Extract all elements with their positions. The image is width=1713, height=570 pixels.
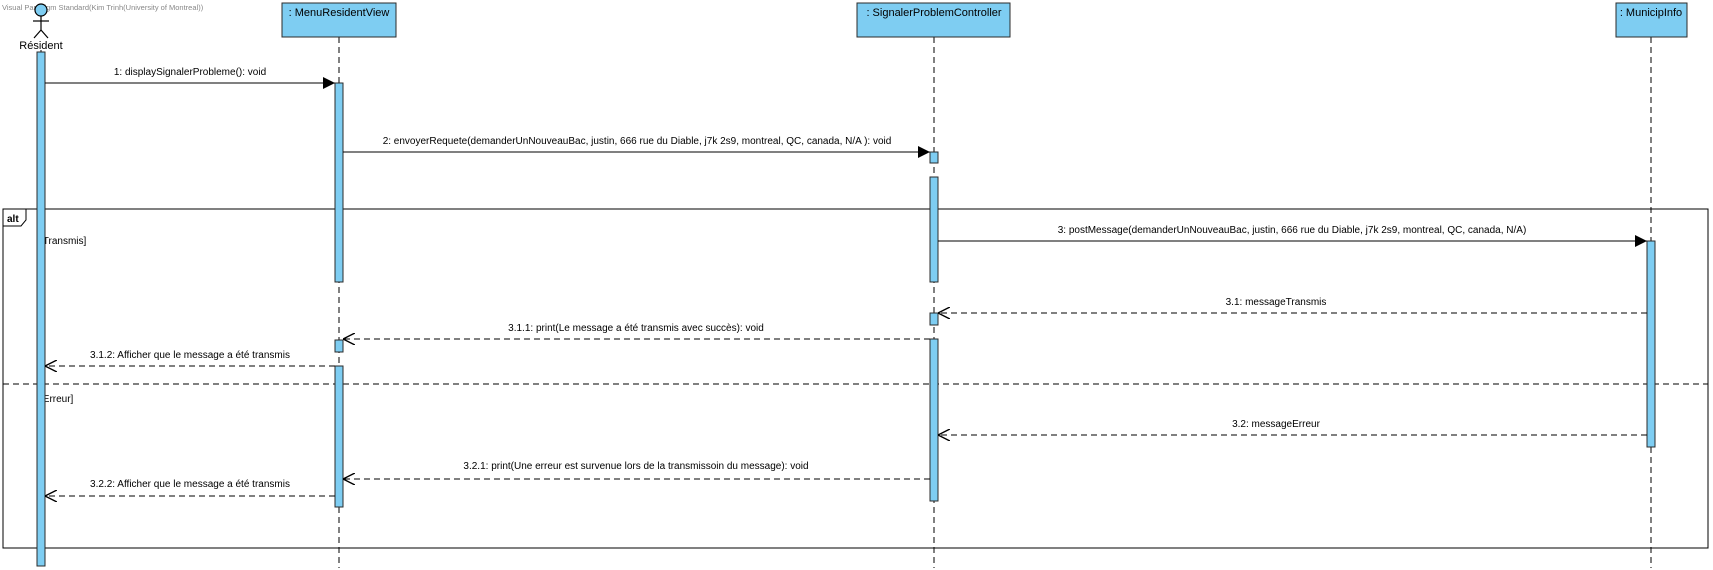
activation-controller-4 bbox=[929, 338, 939, 502]
activation-controller-1 bbox=[929, 151, 939, 164]
message-3-1: 3.1: messageTransmis bbox=[938, 297, 1647, 313]
message-3-2: 3.2: messageErreur bbox=[938, 419, 1647, 435]
alt-fragment-frame bbox=[2, 208, 1709, 549]
activation-bars bbox=[36, 51, 1656, 567]
message-3-1-label: 3.1: messageTransmis bbox=[1226, 297, 1327, 308]
lifeline-name-municip: : MunicipInfo bbox=[1620, 7, 1682, 19]
message-1: 1: displaySignalerProbleme(): void bbox=[45, 67, 335, 89]
lifeline-name-controller: : SignalerProblemController bbox=[866, 7, 1001, 19]
message-3-2-2: 3.2.2: Afficher que le message a été tra… bbox=[45, 479, 335, 496]
activation-view-1 bbox=[334, 82, 344, 283]
message-3-1-1-label: 3.1.1: print(Le message a été transmis a… bbox=[508, 323, 764, 334]
lifeline-header-view: : MenuResidentView bbox=[281, 2, 397, 38]
message-3-2-1-label: 3.2.1: print(Une erreur est survenue lor… bbox=[463, 461, 808, 472]
lifeline-header-controller: : SignalerProblemController bbox=[856, 2, 1011, 38]
watermark-text: Visual Paradigm Standard(Kim Trinh(Unive… bbox=[2, 3, 204, 12]
alt-fragment-tag bbox=[2, 208, 27, 227]
alt-operator-label: alt bbox=[7, 214, 19, 225]
message-3: 3: postMessage(demanderUnNouveauBac, jus… bbox=[938, 225, 1647, 247]
guard-transmis: [Transmis] bbox=[40, 236, 87, 247]
message-3-2-2-label: 3.2.2: Afficher que le message a été tra… bbox=[90, 479, 290, 490]
message-3-label: 3: postMessage(demanderUnNouveauBac, jus… bbox=[1058, 225, 1527, 236]
stick-figure-icon bbox=[33, 3, 49, 39]
message-3-1-2-label: 3.1.2: Afficher que le message a été tra… bbox=[90, 350, 290, 361]
message-3-1-1: 3.1.1: print(Le message a été transmis a… bbox=[343, 323, 930, 339]
activation-municip bbox=[1646, 240, 1656, 448]
actor-name: Résident bbox=[19, 40, 62, 52]
message-2-label: 2: envoyerRequete(demanderUnNouveauBac, … bbox=[383, 136, 892, 147]
message-3-1-2: 3.1.2: Afficher que le message a été tra… bbox=[45, 350, 335, 366]
activation-actor bbox=[36, 51, 46, 567]
message-1-label: 1: displaySignalerProbleme(): void bbox=[114, 67, 266, 78]
alt-fragment: alt [Transmis] [Erreur] bbox=[2, 208, 1709, 549]
activation-controller-3 bbox=[929, 312, 939, 326]
activation-controller-2 bbox=[929, 176, 939, 283]
activation-view-2 bbox=[334, 339, 344, 353]
lifeline-header-municip: : MunicipInfo bbox=[1615, 2, 1688, 38]
activation-view-3 bbox=[334, 365, 344, 508]
message-2: 2: envoyerRequete(demanderUnNouveauBac, … bbox=[343, 136, 930, 158]
guard-erreur: [Erreur] bbox=[40, 394, 74, 405]
actor-resident: Résident bbox=[19, 3, 63, 52]
message-3-2-label: 3.2: messageErreur bbox=[1232, 419, 1320, 430]
lifeline-name-view: : MenuResidentView bbox=[289, 7, 390, 19]
message-3-2-1: 3.2.1: print(Une erreur est survenue lor… bbox=[343, 461, 930, 479]
